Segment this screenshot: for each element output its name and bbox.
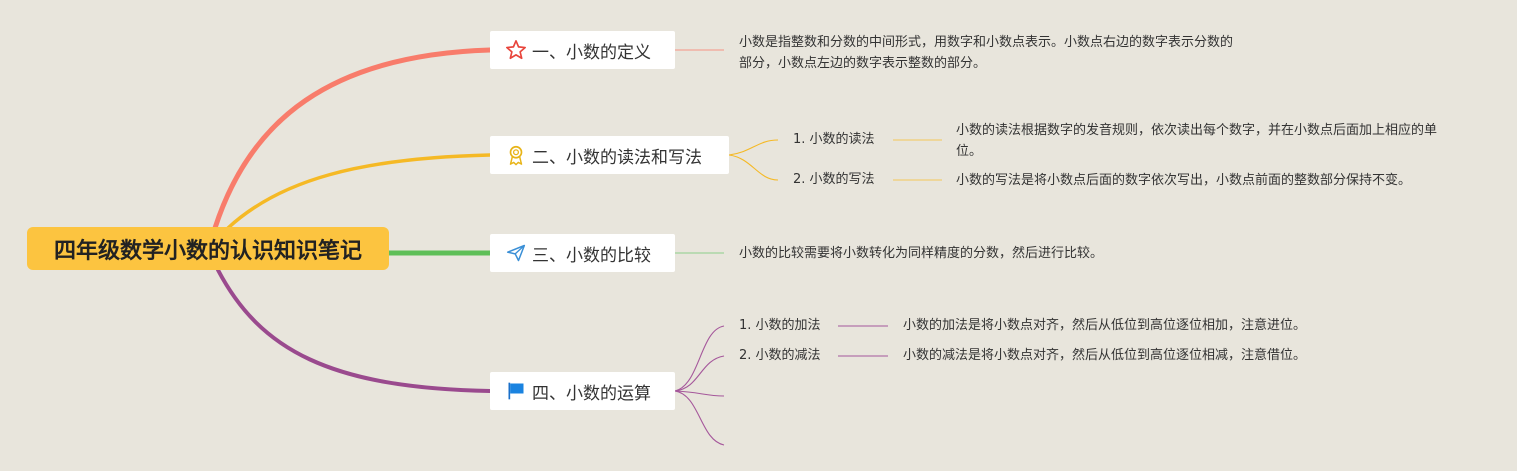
subtopic-writing[interactable]: 2. 小数的写法 [793, 172, 875, 187]
connector-branch-2 [226, 153, 492, 230]
branch-label: 一、小数的定义 [532, 42, 651, 63]
subtopic-reading[interactable]: 1. 小数的读法 [793, 132, 875, 147]
connector-branch-1 [212, 47, 493, 231]
connector-sub-4-4 [674, 390, 725, 446]
root-title: 四年级数学小数的认识知识笔记 [53, 238, 362, 264]
branch-topic-definition[interactable]: 一、小数的定义 [490, 31, 675, 69]
note-definition: 小数是指整数和分数的中间形式，用数字和小数点表示。小数点右边的数字表示分数的部分… [739, 35, 1234, 71]
paper-plane-icon [504, 241, 528, 265]
connector-sub-2-1 [728, 139, 779, 156]
note-comparison: 小数的比较需要将小数转化为同样精度的分数，然后进行比较。 [739, 246, 1104, 261]
branch-label: 三、小数的比较 [532, 245, 651, 266]
star-outline-icon [504, 38, 528, 62]
note-writing: 小数的写法是将小数点后面的数字依次写出，小数点前面的整数部分保持不变。 [956, 173, 1412, 188]
branch-topic-operations[interactable]: 四、小数的运算 [490, 372, 675, 410]
note-addition: 小数的加法是将小数点对齐，然后从低位到高位逐位相加，注意进位。 [903, 318, 1307, 333]
award-ribbon-icon [504, 143, 528, 167]
branch-topic-comparison[interactable]: 三、小数的比较 [490, 234, 675, 272]
connector-sub-4-2 [674, 355, 725, 392]
connector-sub-2-2 [728, 154, 779, 181]
note-subtraction: 小数的减法是将小数点对齐，然后从低位到高位逐位相减，注意借位。 [903, 348, 1307, 363]
branch-topic-reading-writing[interactable]: 二、小数的读法和写法 [490, 136, 729, 174]
subtopic-subtraction[interactable]: 2. 小数的减法 [739, 348, 821, 363]
root-topic[interactable]: 四年级数学小数的认识知识笔记 [27, 227, 389, 270]
connector-sub-4-1 [674, 325, 725, 392]
connector-branch-4 [216, 268, 492, 393]
note-reading: 小数的读法根据数字的发音规则，依次读出每个数字，并在小数点后面加上相应的单位。 [956, 123, 1438, 159]
connector-sub-4-3 [674, 390, 725, 397]
branch-label: 二、小数的读法和写法 [532, 147, 702, 168]
flag-icon [504, 379, 528, 403]
subtopic-addition[interactable]: 1. 小数的加法 [739, 318, 821, 333]
branch-label: 四、小数的运算 [532, 383, 651, 404]
